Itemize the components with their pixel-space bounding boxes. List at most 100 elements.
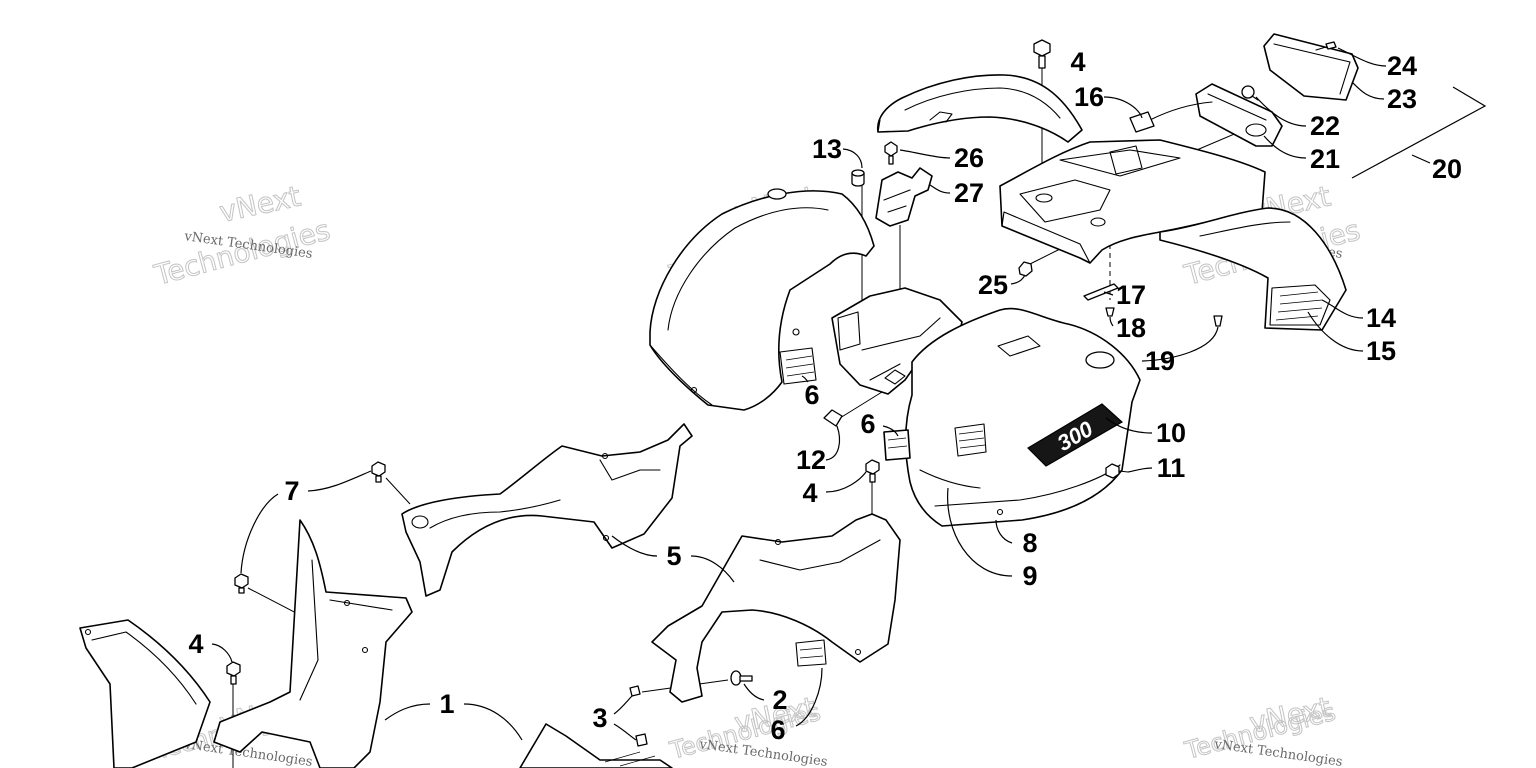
- hardware-bolt-top: [1033, 39, 1051, 69]
- hardware-clip-3-upper: [629, 685, 641, 697]
- callout-8: 8: [1022, 528, 1037, 558]
- decal-badge: [1027, 403, 1124, 467]
- hardware-bolt-4-mid: [865, 459, 880, 483]
- assembly-line-clip-12: [839, 391, 883, 419]
- part-rear-body-storage: [999, 139, 1266, 264]
- leader-line-23: [1351, 81, 1385, 100]
- callout-13: 13: [812, 134, 842, 164]
- callout-14: 14: [1366, 303, 1396, 333]
- part-rear-upper-shell: [877, 74, 1083, 143]
- leader-line-7-upper: [307, 470, 372, 492]
- callout-26: 26: [954, 143, 984, 173]
- part-rear-tail-section: [1159, 207, 1347, 331]
- watermark-small: vNext Technologies: [697, 737, 828, 768]
- leader-line-4-mid: [825, 471, 867, 493]
- leader-line-19: [1141, 326, 1219, 362]
- watermark-small: vNext Technologies: [1212, 737, 1343, 768]
- leader-line-24: [1337, 47, 1387, 67]
- callout-19: 19: [1145, 346, 1175, 376]
- leader-line-5-upper: [611, 535, 658, 557]
- callout-15: 15: [1366, 336, 1396, 366]
- callout-18: 18: [1116, 313, 1146, 343]
- callout-4-top: 4: [1070, 47, 1085, 77]
- callout-labels: 4 24 23 16 22 21 20 13 26 27 25 17 18 19…: [188, 47, 1462, 745]
- leader-line-5-lower: [690, 555, 735, 583]
- callout-11: 11: [1157, 453, 1186, 483]
- watermark-large-line1: vNext: [217, 180, 304, 229]
- leader-line-12: [825, 425, 841, 461]
- leader-line-9: [947, 487, 1013, 577]
- leader-line-27: [929, 184, 951, 194]
- callout-2: 2: [772, 685, 787, 715]
- leader-line-10: [1105, 417, 1153, 434]
- watermark-top-left: vNext Technologies vNext Technologies: [150, 179, 334, 292]
- callout-24: 24: [1387, 51, 1417, 81]
- leader-line-20-bracket: [1351, 86, 1487, 179]
- hardware-clip-12: [823, 409, 843, 427]
- leader-lines: [211, 47, 1487, 741]
- assembly-line-bolt-7-upper: [385, 477, 411, 505]
- watermark-bottom-center: vNext Technologies vNext Technologies: [666, 690, 829, 768]
- callout-22: 22: [1310, 111, 1340, 141]
- leader-line-3-upper: [613, 695, 633, 715]
- part-front-panel-left: [79, 619, 211, 768]
- leader-line-26: [899, 149, 951, 159]
- leader-line-7-lower: [240, 493, 279, 574]
- leader-line-14: [1321, 299, 1364, 319]
- callout-27: 27: [954, 178, 984, 208]
- callout-7: 7: [284, 476, 299, 506]
- callout-6-a: 6: [804, 380, 819, 410]
- part-left-rear-fender: [649, 188, 875, 411]
- leader-line-22: [1255, 96, 1307, 127]
- callout-6-b: 6: [860, 409, 875, 439]
- part-footwell-right: [651, 513, 901, 703]
- callout-12: 12: [796, 445, 826, 475]
- callout-20: 20: [1432, 154, 1462, 184]
- callout-9: 9: [1022, 561, 1037, 591]
- leader-line-3-lower: [613, 723, 637, 741]
- leader-line-8: [995, 519, 1013, 544]
- part-right-front-fender: [904, 307, 1141, 527]
- callout-3: 3: [592, 703, 607, 733]
- hardware-bolt-26: [884, 141, 898, 165]
- hardware-clip-3-lower: [635, 733, 648, 747]
- part-taillight-housing: [1195, 83, 1283, 147]
- part-taillight-bulb: [1241, 85, 1259, 101]
- leader-line-18: [1109, 316, 1114, 327]
- callout-21: 21: [1310, 144, 1340, 174]
- hardware-bolt-4-bottom: [226, 661, 241, 685]
- hardware-bracket-27: [875, 167, 933, 227]
- leader-line-17: [1103, 291, 1114, 296]
- leader-line-25: [1010, 274, 1026, 285]
- hardware-bolt-7-lower: [234, 573, 249, 594]
- part-front-panel-right: [213, 519, 413, 768]
- callout-6-c: 6: [770, 715, 785, 745]
- leader-line-21: [1263, 135, 1307, 159]
- callout-5: 5: [666, 541, 681, 571]
- callout-1: 1: [439, 689, 454, 719]
- hardware-screw-24: [1315, 41, 1337, 51]
- hardware-screw-2: [730, 670, 753, 686]
- leader-line-15: [1307, 311, 1364, 352]
- callout-16: 16: [1074, 82, 1104, 112]
- leader-line-1-right: [463, 703, 523, 741]
- leader-line-6b: [882, 425, 899, 437]
- hardware-screw-18: [1105, 307, 1115, 317]
- part-footwell-left: [401, 423, 693, 597]
- leader-line-4-bottom: [211, 643, 233, 663]
- leader-line-20: [1411, 154, 1431, 164]
- hardware-bolt-11: [1105, 463, 1129, 479]
- leader-line-1-left: [384, 703, 431, 721]
- watermark-bottom-right: vNext Technologies vNext Technologies: [1181, 690, 1344, 768]
- callout-10: 10: [1156, 418, 1186, 448]
- hardware-bolt-7-upper: [371, 461, 386, 483]
- part-small-decal-6: [883, 429, 911, 461]
- hardware-strip-17: [1083, 283, 1119, 301]
- callout-4-bottom: 4: [188, 629, 203, 659]
- part-taillight-lens: [1263, 33, 1359, 101]
- leader-line-6c: [795, 667, 823, 727]
- leader-line-13: [842, 148, 863, 169]
- leader-line-11: [1127, 467, 1153, 473]
